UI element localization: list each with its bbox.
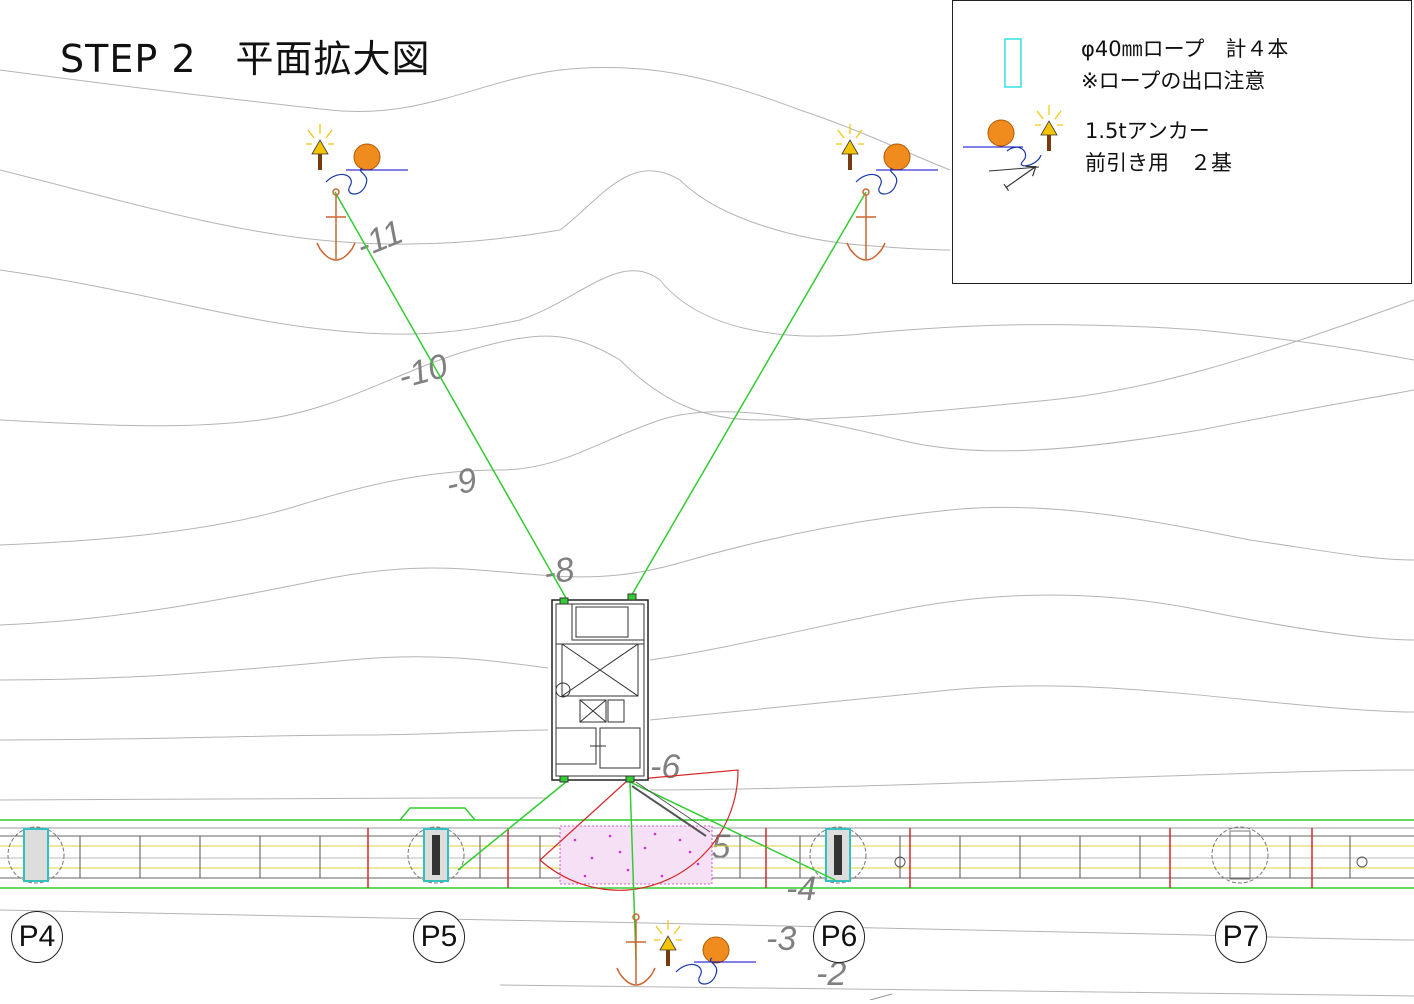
pier-foundation [407,826,465,884]
page-title: STEP 2 平面拡大図 [60,37,431,81]
pier-foundation [7,826,65,884]
buoy-icon [353,143,381,171]
pier-label: P5 [413,911,465,963]
rope-icon [325,167,368,195]
warning-light-icon [836,124,864,170]
swing-arc [539,769,739,891]
depth-label: -10 [394,347,451,396]
work-barge [551,593,649,783]
warning-light-icon [654,920,682,966]
pier-foundation [809,826,867,884]
anchor-icon [616,913,656,986]
work-area [559,825,713,885]
anchor-icon [846,188,886,261]
legend-box: φ40㎜ロープ 計４本 ※ロープの出口注意 1.5tアンカー 前引き用 ２基 [952,0,1412,284]
depth-label: -6 [650,748,680,786]
buoy-icon [702,936,730,964]
depth-label: -11 [351,213,408,266]
anchor-legend-note: 前引き用 ２基 [1085,151,1232,175]
buoy-icon [883,143,911,171]
rope-icon [675,957,718,985]
rope-icon [855,167,898,195]
buoy-icon [987,119,1015,147]
depth-label: -9 [443,461,481,504]
anchor-icon [316,188,356,261]
rope-legend-note: ※ロープの出口注意 [1081,69,1266,93]
pier-foundation [1211,826,1269,884]
rope-legend-text: φ40㎜ロープ 計４本 [1081,37,1289,61]
pier-label: P4 [11,911,63,963]
pier-label: P6 [813,911,865,963]
mooring-ropes [334,191,867,961]
anchor-icon [1003,165,1037,191]
rope-legend-icon [1004,38,1022,88]
anchor-legend-text: 1.5tアンカー [1085,119,1210,143]
contour-lines [0,66,1414,997]
warning-light-icon [306,124,334,170]
depth-label: -3 [766,920,796,958]
warning-light-icon [1035,105,1063,151]
pier-label: P7 [1215,911,1267,963]
rope-icon [1006,146,1042,167]
depth-label: -4 [786,870,816,908]
